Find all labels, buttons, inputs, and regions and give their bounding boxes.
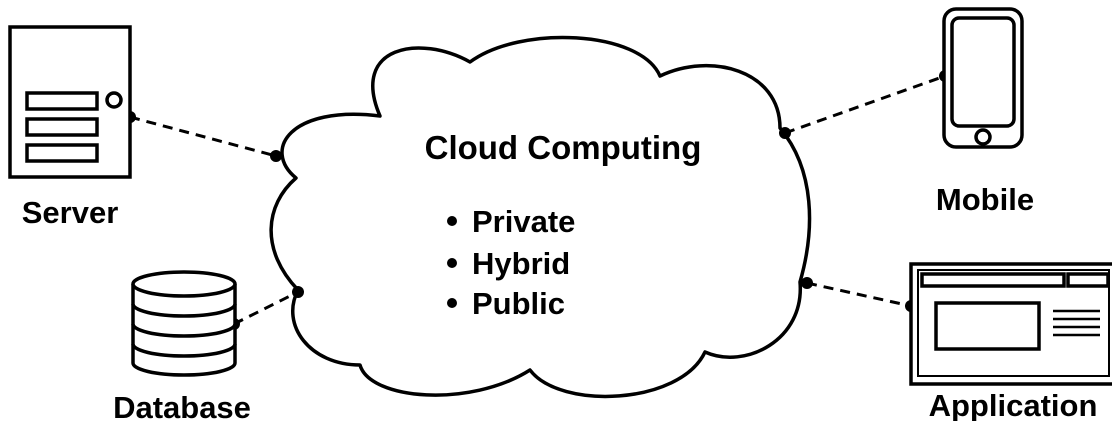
application-label: Application [929, 388, 1098, 421]
bullet-dot [447, 298, 457, 308]
connector-server [124, 111, 282, 162]
server-label: Server [22, 195, 119, 230]
application-window-icon [909, 262, 1112, 386]
cloud-item-private: Private [472, 204, 575, 239]
connector-mobile [779, 70, 951, 139]
cloud-title: Cloud Computing [425, 129, 702, 166]
bullet-dot [447, 216, 457, 226]
server-icon [8, 25, 132, 179]
cloud-shape [269, 35, 812, 399]
connector-application [801, 277, 917, 312]
mobile-phone-icon [942, 7, 1024, 149]
cloud-item-public: Public [472, 286, 565, 321]
database-label: Database [113, 390, 251, 421]
cloud-items-list: Private Hybrid Public [447, 204, 575, 321]
database-icon [131, 270, 237, 377]
cloud-item-hybrid: Hybrid [472, 246, 570, 281]
mobile-label: Mobile [936, 182, 1034, 217]
bullet-dot [447, 258, 457, 268]
